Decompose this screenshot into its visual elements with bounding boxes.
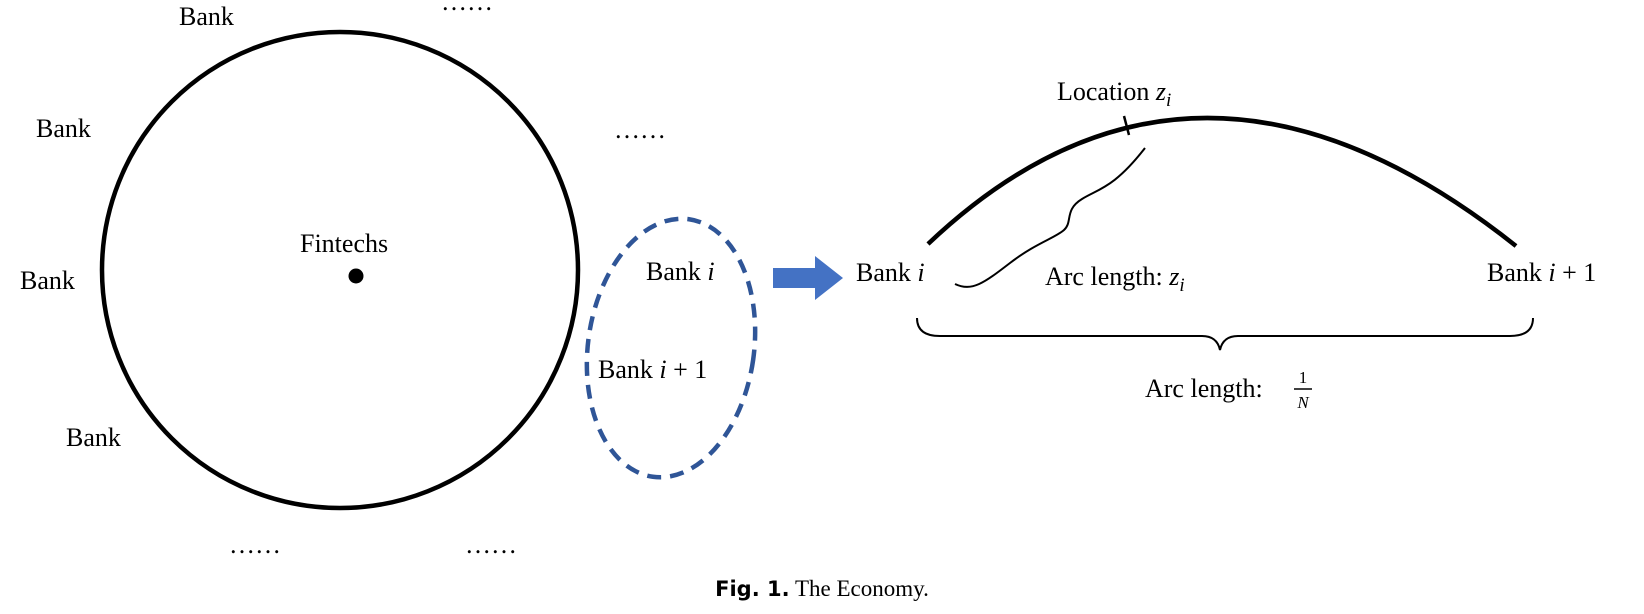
fintechs-label: Fintechs bbox=[300, 229, 388, 258]
ellipsis-bottom-left: …… bbox=[229, 530, 281, 559]
zi-brace bbox=[954, 147, 1146, 288]
fintech-dot bbox=[348, 268, 364, 284]
bank-i-plus-1-label-right: Bank i + 1 bbox=[1487, 258, 1596, 287]
bank-circle bbox=[99, 29, 581, 511]
ellipsis-upper-right: …… bbox=[614, 115, 666, 144]
bank-i-plus-1-label-left: Bank i + 1 bbox=[598, 355, 707, 384]
location-label: Location zi bbox=[1057, 77, 1171, 111]
full-arc-brace bbox=[916, 317, 1534, 351]
highlight-ellipse bbox=[584, 216, 758, 480]
zoom-arrow bbox=[773, 256, 843, 300]
bank-label-lower-left: Bank bbox=[66, 423, 121, 452]
figure-caption: Fig. 1. The Economy. bbox=[0, 576, 1644, 602]
arc-segment bbox=[926, 115, 1518, 248]
fraction-numerator: 1 bbox=[1299, 368, 1308, 387]
caption-label: Fig. 1. bbox=[715, 577, 790, 601]
arc-length-1n-label: Arc length: bbox=[1145, 374, 1263, 403]
location-tick bbox=[1122, 115, 1131, 136]
ellipsis-top: …… bbox=[441, 0, 493, 16]
arc-length-zi-label: Arc length: zi bbox=[1045, 262, 1185, 296]
bank-label-upper-left: Bank bbox=[36, 114, 91, 143]
fraction-denominator: N bbox=[1296, 393, 1310, 412]
bank-label-top: Bank bbox=[179, 2, 234, 31]
ellipsis-bottom-right: …… bbox=[465, 530, 517, 559]
bank-i-label-left: Bank i bbox=[646, 257, 715, 286]
bank-label-left: Bank bbox=[20, 266, 75, 295]
caption-text: The Economy. bbox=[794, 576, 929, 601]
bank-i-label-right: Bank i bbox=[856, 258, 925, 287]
